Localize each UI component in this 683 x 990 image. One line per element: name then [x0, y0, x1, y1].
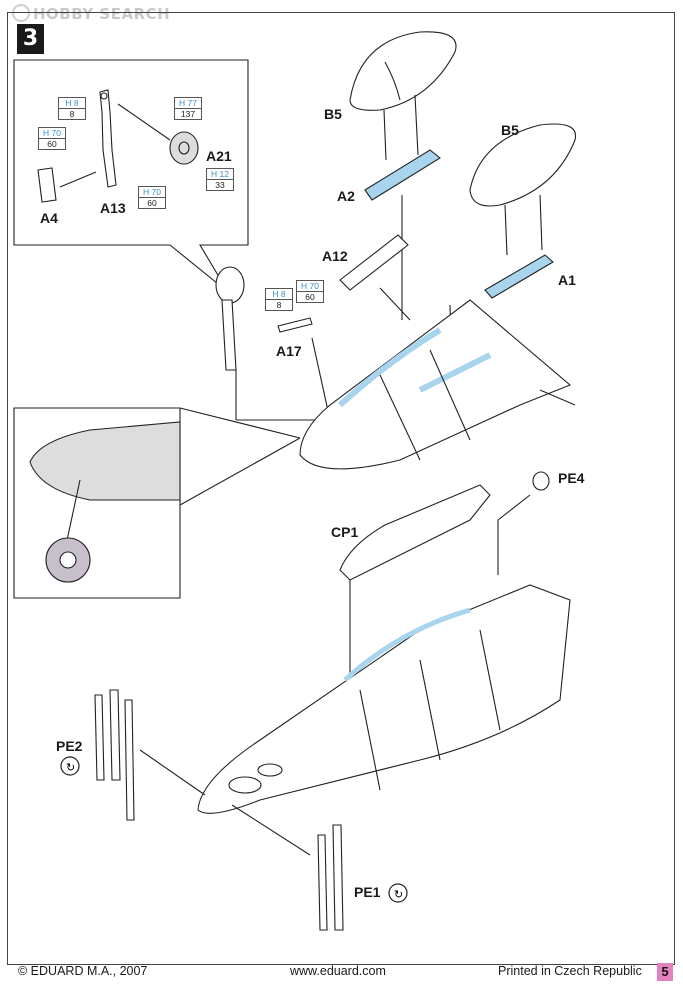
part-a2-mount — [364, 149, 441, 201]
pe2-bend-icon — [60, 756, 80, 776]
part-b5-right-tank — [469, 123, 577, 207]
label-a1: A1 — [558, 272, 576, 288]
part-a13-strut — [99, 89, 117, 188]
label-a13: A13 — [100, 200, 126, 216]
label-pe2: PE2 — [56, 738, 83, 754]
label-pe1: PE1 — [354, 884, 381, 900]
part-pe2-strip — [94, 689, 135, 821]
pe1-bend-icon — [388, 883, 408, 903]
footer-copyright: © EDUARD M.A., 2007 — [18, 964, 148, 978]
paint-code-number: 60 — [47, 139, 57, 149]
paint-code-label: H 77 — [175, 98, 201, 109]
label-a12: A12 — [322, 248, 348, 264]
paint-code-label: H 12 — [207, 169, 233, 180]
label-a17: A17 — [276, 343, 302, 359]
watermark-text: HOBBY SEARCH — [33, 5, 171, 23]
page-number: 5 — [657, 963, 673, 981]
hobby-search-logo-icon — [12, 4, 30, 22]
footer-printed: Printed in Czech Republic — [498, 964, 642, 978]
label-a21: A21 — [206, 148, 232, 164]
paint-code-label: H 70 — [39, 128, 65, 139]
paint-code-number: 60 — [305, 292, 315, 302]
part-a1-mount — [484, 254, 554, 299]
part-pe4-ring — [532, 471, 550, 491]
part-cp1-canopy — [339, 484, 491, 581]
label-b5-top: B5 — [324, 106, 342, 122]
paint-code-number: 137 — [180, 109, 196, 119]
part-pe1-strip — [317, 824, 344, 931]
paint-code-number: 33 — [215, 180, 225, 190]
part-a12-plate — [339, 234, 409, 291]
part-a21-wheel — [169, 131, 199, 165]
lower-fuselage — [197, 584, 571, 814]
paint-code-number: 60 — [147, 198, 157, 208]
pe2-bend-arrow-glyph: ↻ — [66, 761, 75, 774]
label-b5-right: B5 — [501, 122, 519, 138]
paint-code-number: 8 — [276, 300, 282, 310]
label-a2: A2 — [337, 188, 355, 204]
part-b5-top-tank — [349, 31, 457, 111]
paint-code-label: H 8 — [266, 289, 292, 300]
main-gear-strut — [221, 299, 237, 371]
page-border — [7, 12, 675, 965]
paint-code-number: 8 — [69, 109, 75, 119]
detail-nose-section — [29, 421, 181, 501]
label-a4: A4 — [40, 210, 58, 226]
paint-code-label: H 70 — [297, 281, 323, 292]
label-cp1: CP1 — [331, 524, 359, 540]
main-gear-wheel — [215, 266, 245, 304]
footer-website-link[interactable]: www.eduard.com — [290, 964, 386, 978]
paint-code-label: H 70 — [139, 187, 165, 198]
hobby-search-watermark: HOBBY SEARCH — [12, 4, 170, 23]
paint-code-label: H 8 — [59, 98, 85, 109]
step-number-badge: 3 — [17, 24, 44, 54]
label-pe4: PE4 — [558, 470, 585, 486]
part-a17-pitot — [277, 317, 313, 333]
part-a4-shape — [37, 167, 57, 203]
pe1-bend-arrow-glyph: ↻ — [394, 888, 403, 901]
